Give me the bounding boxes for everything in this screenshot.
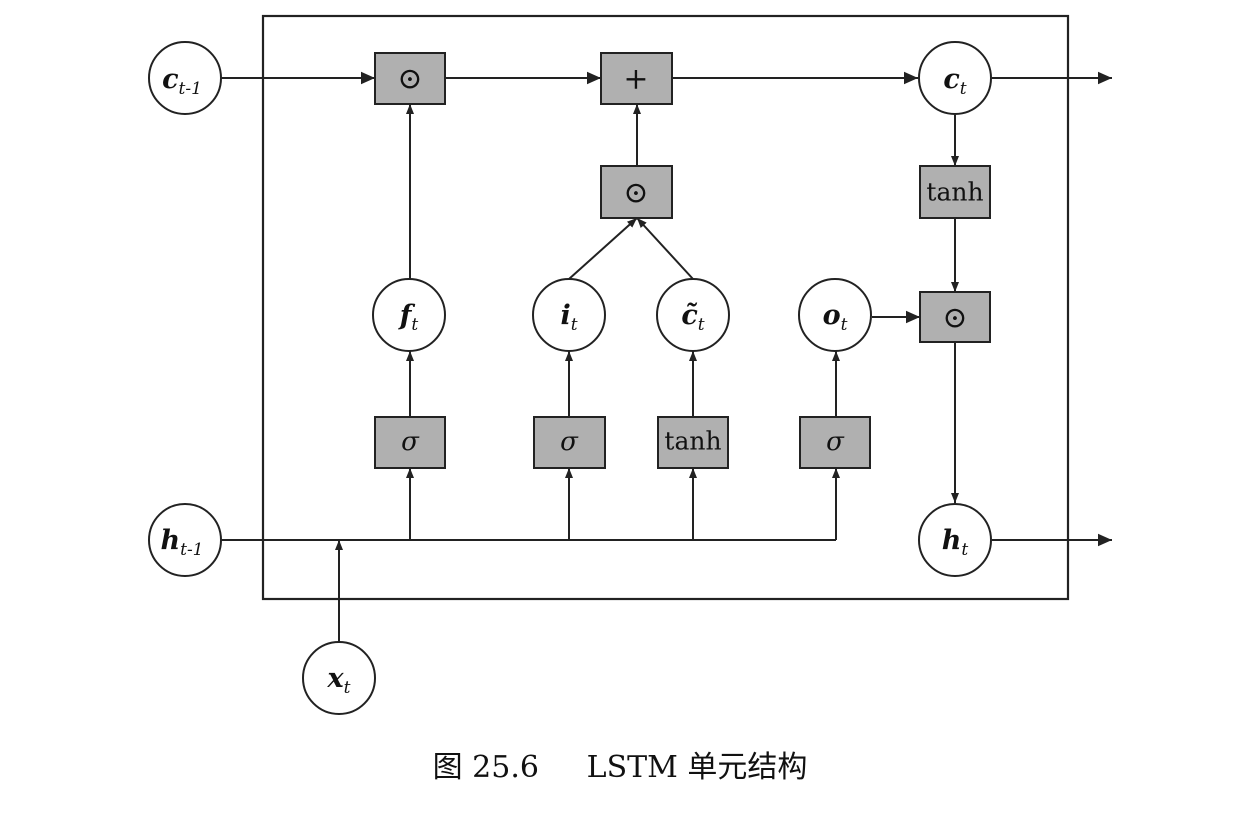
op-symbol: σ: [826, 427, 845, 457]
op-forget-multiply: ⊙: [374, 52, 446, 105]
svg-text:ct: ct: [943, 64, 966, 99]
node-sub: t: [961, 540, 968, 560]
op-sigma-input: σ: [533, 416, 606, 469]
svg-text:ot: ot: [823, 300, 848, 335]
node-main: x: [327, 663, 345, 694]
op-sigma-output: σ: [799, 416, 871, 469]
op-symbol: +: [623, 62, 648, 97]
figure-title: LSTM 单元结构: [586, 750, 808, 785]
op-output-multiply: ⊙: [919, 291, 991, 343]
op-sigma-forget: σ: [374, 416, 446, 469]
node-c-tilde: c̃t: [656, 278, 730, 352]
node-c-t: ct: [918, 41, 992, 115]
svg-text:ht-1: ht-1: [160, 525, 203, 560]
op-symbol: σ: [401, 427, 420, 457]
op-add: +: [600, 52, 673, 105]
node-main: c: [943, 64, 959, 95]
node-o-t: ot: [798, 278, 872, 352]
node-sub: t: [411, 315, 418, 335]
node-x-t: xt: [302, 641, 376, 715]
svg-text:ht: ht: [942, 525, 969, 560]
op-tanh-output: tanh: [919, 165, 991, 219]
node-sub: t: [960, 79, 967, 99]
svg-text:it: it: [560, 300, 577, 335]
node-f-t: ft: [372, 278, 446, 352]
cell-frame: [261, 14, 1070, 601]
node-sub: t-1: [180, 540, 203, 560]
node-h-t: ht: [918, 503, 992, 577]
node-main: c: [162, 64, 178, 95]
node-main: o: [823, 300, 841, 331]
figure-number: 图 25.6: [432, 750, 539, 785]
op-symbol: σ: [560, 427, 579, 457]
node-c-prev: ct-1: [148, 41, 222, 115]
node-main: c̃: [681, 300, 697, 331]
op-symbol: tanh: [926, 178, 983, 207]
node-main: i: [560, 300, 570, 331]
wire-i-t-to-input-mul: [568, 217, 638, 280]
op-symbol: ⊙: [397, 62, 422, 97]
node-sub: t-1: [179, 79, 202, 99]
node-i-t: it: [532, 278, 606, 352]
svg-text:ct-1: ct-1: [162, 64, 202, 99]
node-h-prev: ht-1: [148, 503, 222, 577]
node-sub: t: [344, 678, 351, 698]
svg-text:xt: xt: [327, 663, 351, 698]
op-symbol: ⊙: [623, 176, 648, 211]
node-main: f: [398, 300, 416, 331]
caption-gap: [539, 750, 587, 785]
figure-caption: 图 25.6 LSTM 单元结构: [0, 742, 1240, 786]
node-main: h: [160, 525, 180, 556]
wire-c-tilde-to-input-mul: [636, 217, 694, 280]
node-sub: t: [571, 315, 578, 335]
node-sub: t: [698, 315, 705, 335]
svg-text:c̃t: c̃t: [681, 300, 704, 335]
wires: [221, 71, 1112, 643]
node-sub: t: [841, 315, 848, 335]
node-main: h: [942, 525, 962, 556]
op-symbol: tanh: [664, 427, 721, 456]
op-tanh-candidate: tanh: [657, 416, 729, 469]
svg-text:ft: ft: [398, 300, 419, 335]
op-symbol: ⊙: [942, 301, 967, 336]
op-input-multiply: ⊙: [600, 165, 673, 219]
